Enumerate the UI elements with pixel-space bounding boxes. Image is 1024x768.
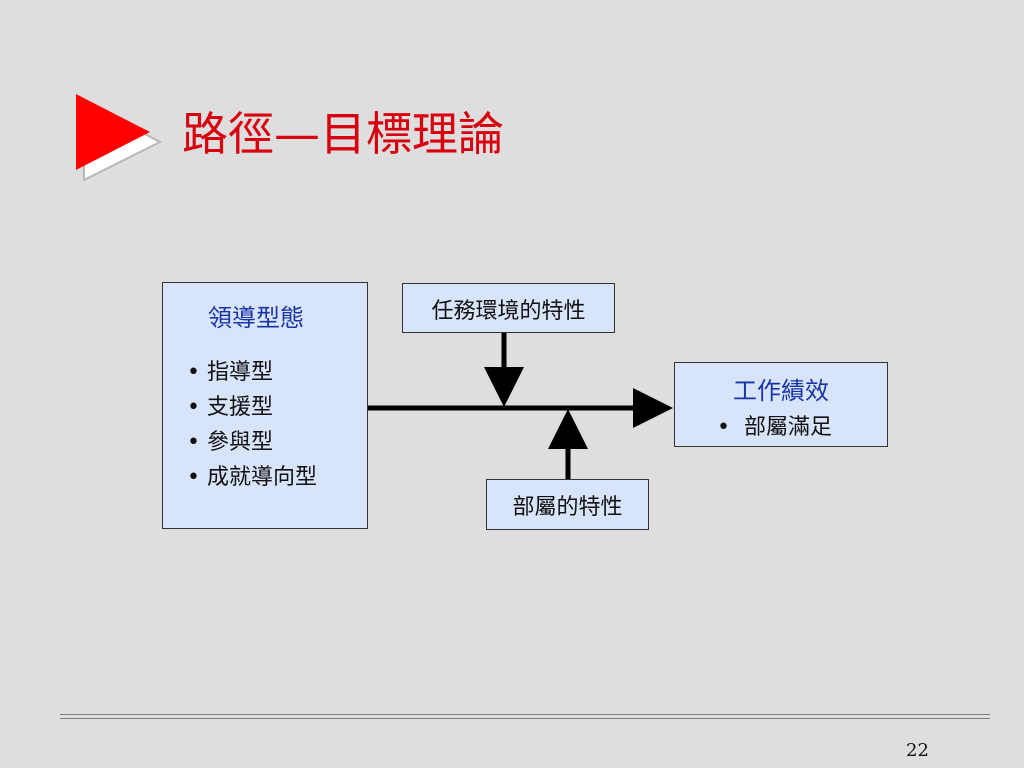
work-performance-title: 工作績效 bbox=[733, 377, 829, 405]
leadership-style-item-supportive: 支援型 bbox=[187, 390, 317, 425]
play-triangle-icon bbox=[76, 94, 163, 182]
work-performance-item-satisfaction: 部屬滿足 bbox=[717, 409, 832, 441]
subordinate-traits-label: 部屬的特性 bbox=[512, 495, 623, 520]
leadership-style-item-participative: 參與型 bbox=[187, 425, 317, 460]
task-environment-box: 任務環境的特性 bbox=[402, 283, 615, 333]
work-performance-item-label: 部屬滿足 bbox=[744, 415, 833, 440]
leadership-style-item-directive: 指導型 bbox=[187, 355, 317, 390]
leadership-style-list: 指導型 支援型 參與型 成就導向型 bbox=[187, 355, 317, 495]
leadership-style-box: 領導型態 指導型 支援型 參與型 成就導向型 bbox=[162, 282, 368, 529]
work-performance-box: 工作績效 部屬滿足 bbox=[674, 362, 888, 447]
leadership-style-item-achievement-oriented: 成就導向型 bbox=[187, 460, 317, 495]
footer-divider bbox=[60, 714, 990, 719]
subordinate-traits-box: 部屬的特性 bbox=[486, 479, 649, 530]
task-environment-label: 任務環境的特性 bbox=[431, 299, 586, 324]
slide-title: 路徑—目標理論 bbox=[182, 107, 504, 161]
page-number: 22 bbox=[906, 740, 929, 761]
leadership-style-title: 領導型態 bbox=[208, 304, 304, 332]
